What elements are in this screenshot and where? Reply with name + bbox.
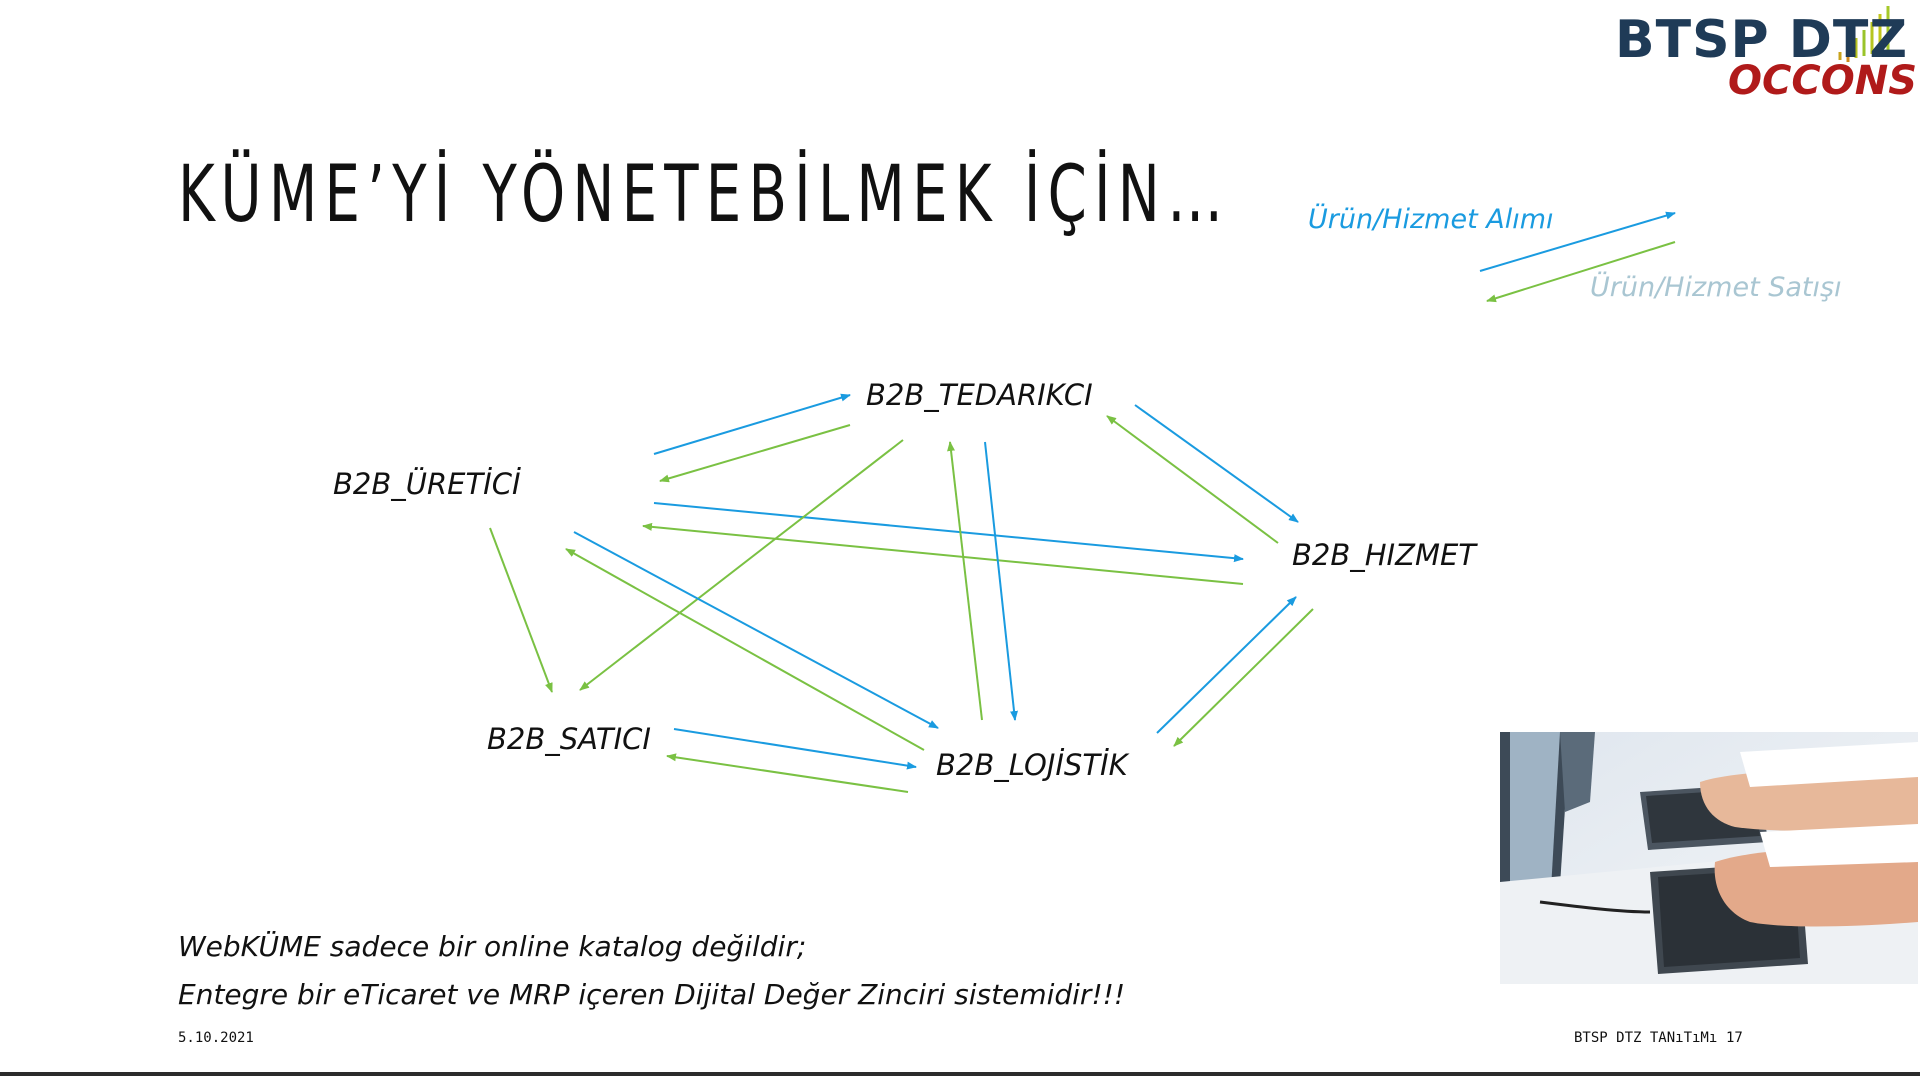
arrow-hizmet-to-uretici xyxy=(642,522,1244,585)
arrow-tedarikci-to-lojistik xyxy=(984,441,1019,721)
node-hizmet: B2B_HIZMET xyxy=(1292,538,1477,572)
logo-signal-bars-icon xyxy=(1838,6,1890,62)
legend-sale-label: Ürün/Hizmet Satışı xyxy=(1590,272,1842,303)
arrow-hizmet-to-tedarikci xyxy=(1106,415,1279,544)
note-line-1: WebKÜME sadece bir online katalog değild… xyxy=(178,930,807,963)
arrow-uretici-to-tedarikci xyxy=(653,393,851,455)
footer-presentation: BTSP DTZ TANıTıMı xyxy=(1574,1030,1718,1046)
company-logo xyxy=(1610,0,1915,110)
arrow-satici-to-lojistik xyxy=(673,728,917,770)
arrow-hizmet-to-lojistik xyxy=(1173,608,1314,747)
footer-date: 5.10.2021 xyxy=(178,1030,254,1046)
node-uretici: B2B_ÜRETİCİ xyxy=(333,467,521,501)
legend-purchase-arrow xyxy=(1479,211,1676,272)
arrow-lojistik-to-satici xyxy=(666,753,909,793)
arrow-lojistik-to-hizmet xyxy=(1156,596,1297,734)
note-line-2: Entegre bir eTicaret ve MRP içeren Dijit… xyxy=(178,978,1126,1011)
node-satici: B2B_SATICI xyxy=(487,722,651,756)
arrow-tedarikci-to-hizmet xyxy=(1134,404,1299,523)
arrow-uretici-to-satici xyxy=(489,527,553,693)
arrow-lojistik-to-tedarikci xyxy=(947,441,983,721)
arrow-uretici-to-hizmet xyxy=(653,502,1244,563)
arrow-lojistik-to-uretici xyxy=(565,548,925,751)
arrow-tedarikci-to-satici xyxy=(579,439,904,691)
typing-photo xyxy=(1500,732,1918,984)
node-lojistik: B2B_LOJİSTİK xyxy=(936,748,1128,782)
page-title: KÜME’Yİ YÖNETEBİLMEK İÇİN… xyxy=(178,150,1231,240)
legend-purchase-label: Ürün/Hizmet Alımı xyxy=(1308,204,1554,235)
arrow-uretici-to-lojistik xyxy=(573,531,939,729)
footer-page-number: 17 xyxy=(1726,1030,1743,1046)
bottom-divider xyxy=(0,1072,1920,1076)
node-tedarikci: B2B_TEDARIKCI xyxy=(866,378,1093,412)
logo-brand-text: BTSP DTZ xyxy=(1615,10,1909,70)
logo-sub-text: OCCONS xyxy=(1728,58,1918,104)
typing-on-keyboards-photo-icon xyxy=(1500,732,1918,984)
arrow-tedarikci-to-uretici xyxy=(659,424,851,483)
legend-sale-arrow xyxy=(1486,241,1676,303)
